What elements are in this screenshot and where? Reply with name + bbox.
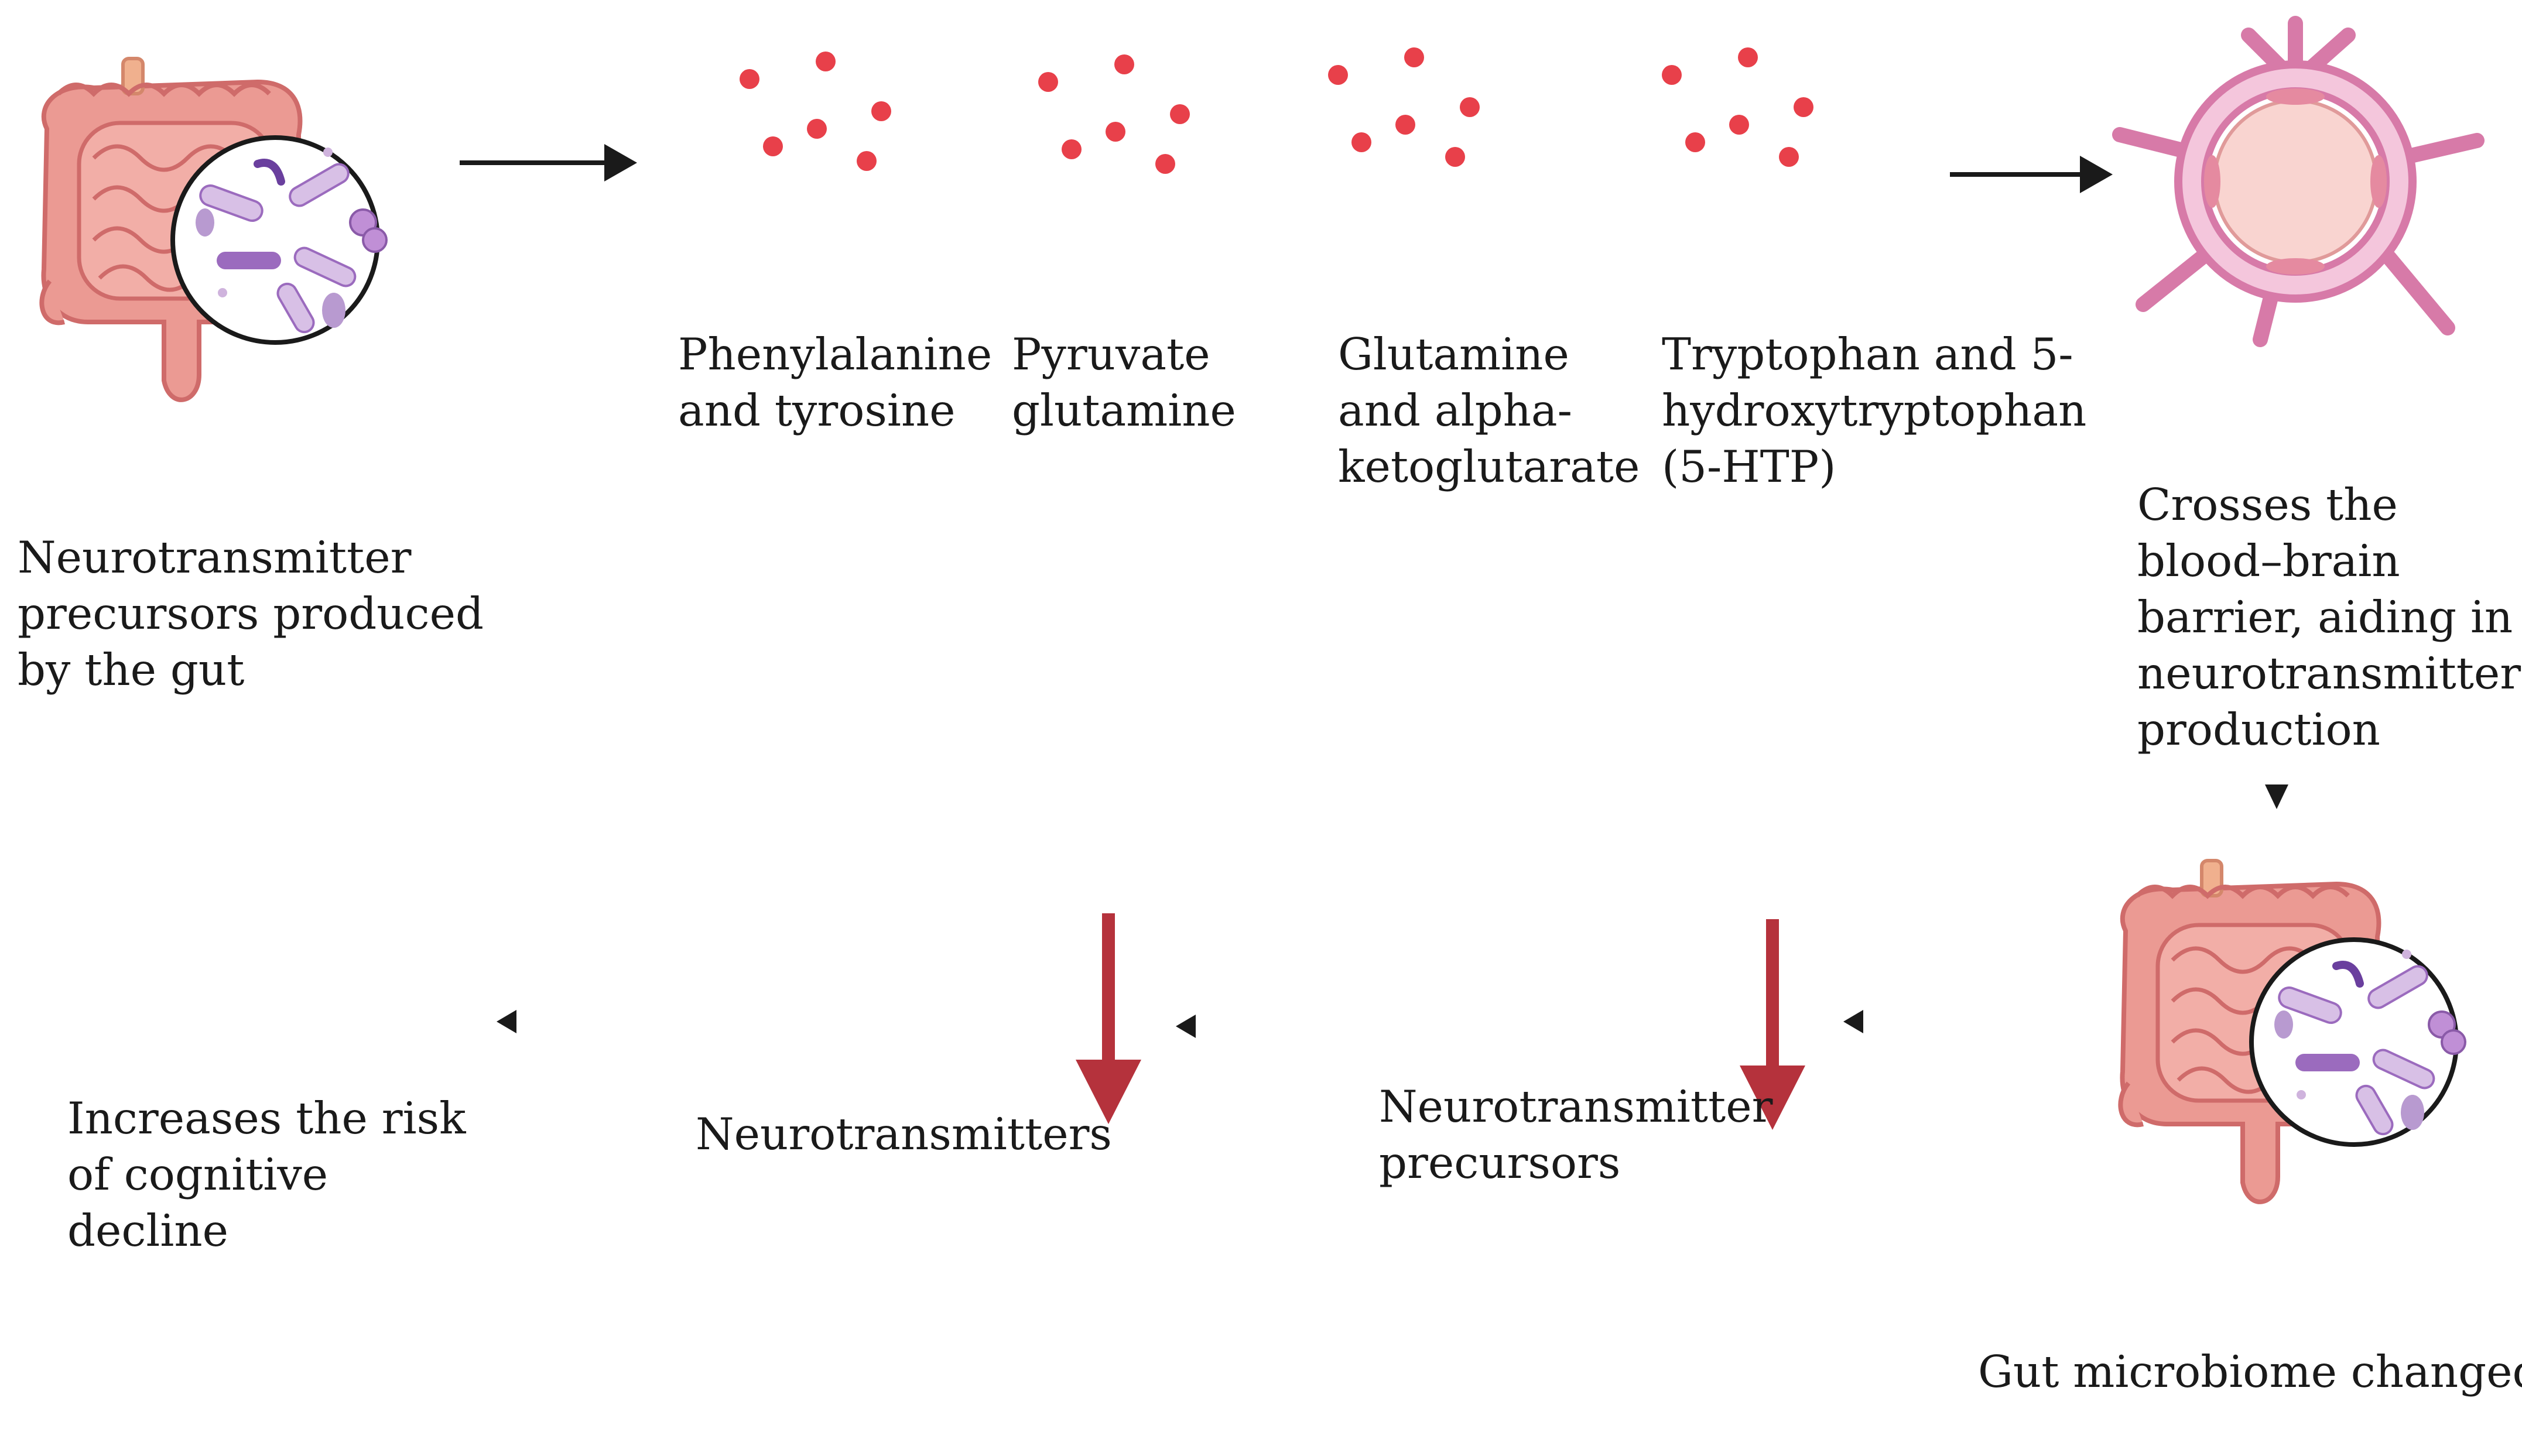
label-tryptophan: Tryptophan and 5-hydroxytryptophan(5-HTP… [1662,328,2087,492]
molecule-dots-icon [1328,47,1480,167]
molecule-dots-icon [1662,47,1813,167]
label-neurotransmitters: Neurotransmitters [696,1108,1112,1160]
label-microbiome-changed: Gut microbiome changed [1978,1346,2522,1397]
diagram-canvas [0,16,2485,1301]
molecule-dots-icon [1038,54,1190,174]
intestine-microbiome-icon [42,59,386,400]
blood-vessel-cross-section-icon [2112,16,2485,347]
intestine-microbiome-icon [2120,861,2465,1202]
molecule-dots-icon [740,52,891,171]
